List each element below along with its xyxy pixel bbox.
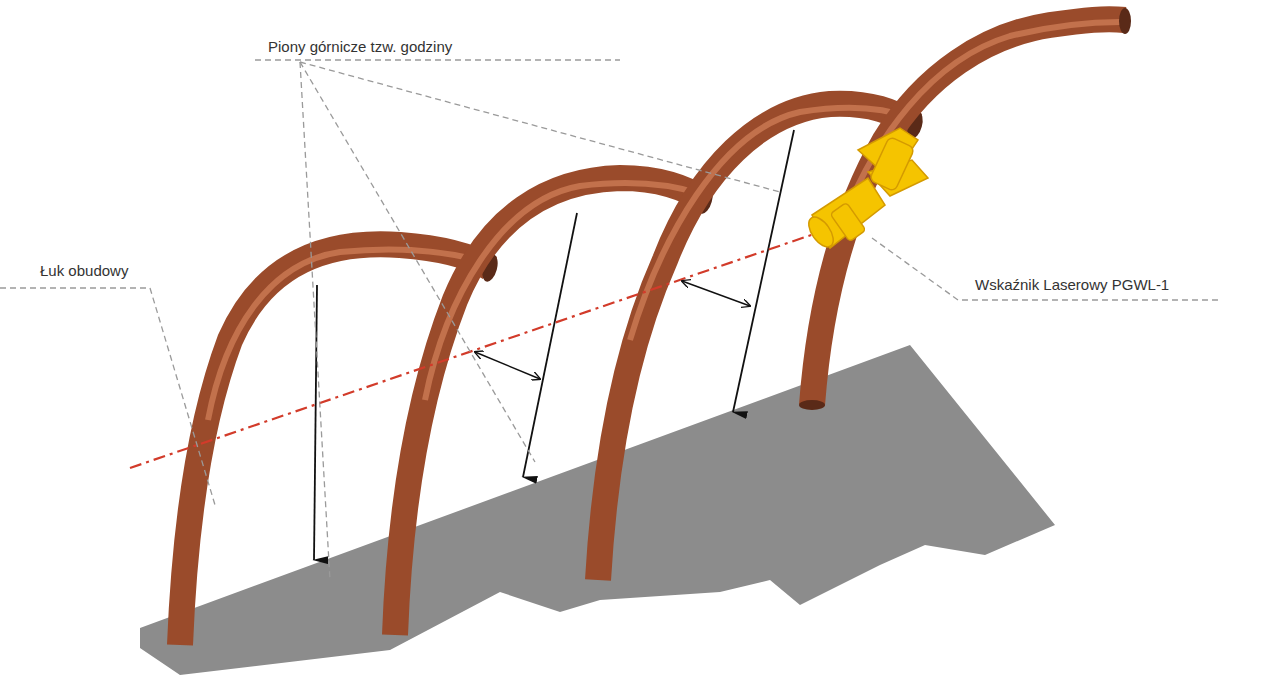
leader-label: Łuk obudowy (40, 262, 128, 280)
laser-beam (130, 232, 820, 468)
leader-lines (0, 60, 1218, 580)
support-arches (180, 8, 1131, 645)
leader-label: Piony górnicze tzw. godziny (268, 38, 452, 56)
leader-label: Wskaźnik Laserowy PGWL-1 (975, 276, 1169, 294)
distance-arrows (475, 281, 750, 379)
plumb-lines (314, 130, 794, 560)
laser-pointer (804, 128, 928, 251)
